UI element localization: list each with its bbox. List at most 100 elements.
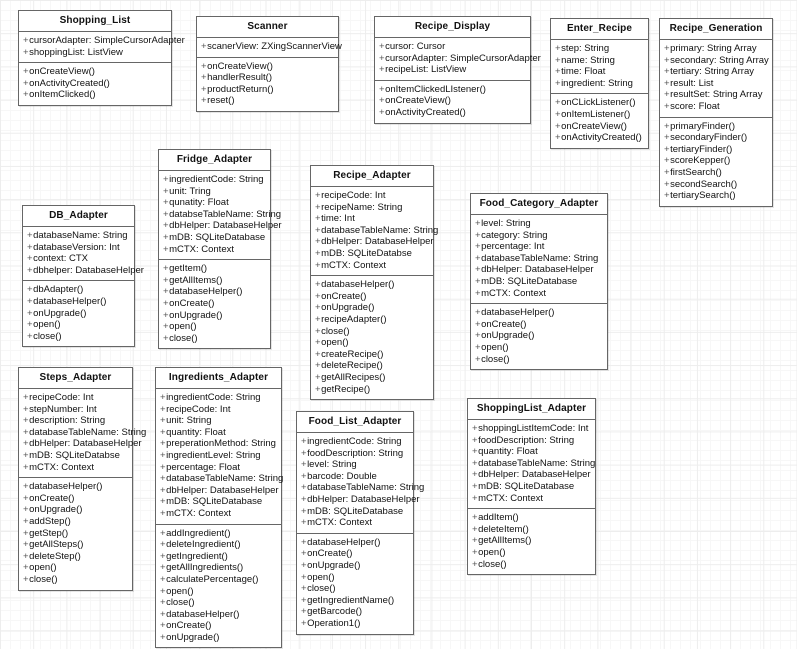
member-signature: onCLickListener(): [561, 97, 636, 109]
visibility-marker: +: [475, 307, 481, 319]
uml-class-food-category-adapter[interactable]: Food_Category_Adapter+level: String+cate…: [470, 193, 608, 371]
uml-attribute: +time: Int: [314, 213, 431, 225]
uml-operation-compartment: +databaseHelper()+onCreate()+onUpgrade()…: [297, 532, 413, 634]
member-signature: close(): [166, 597, 195, 609]
member-signature: dbHelper: DatabaseHelper: [166, 484, 279, 496]
uml-class-name: Ingredients_Adapter: [156, 368, 281, 389]
member-signature: onCreateView(): [207, 60, 273, 72]
uml-operation-compartment: +onItemClickedLIstener()+onCreateView()+…: [375, 79, 530, 123]
visibility-marker: +: [201, 41, 207, 52]
uml-attribute: +cursor: Cursor: [378, 41, 528, 53]
uml-operation: +getAllItems(): [471, 535, 593, 547]
uml-class-recipe-adapter[interactable]: Recipe_Adapter+recipeCode: Int+recipeNam…: [310, 165, 438, 401]
uml-operation: +primaryFinder(): [663, 121, 770, 133]
uml-attribute: +primary: String Array: [663, 43, 770, 55]
uml-operation: +onItemListener(): [554, 109, 646, 121]
uml-operation: +open(): [159, 586, 279, 598]
uml-class-fridge-adapter[interactable]: Fridge_Adapter+ingredientCode: String+un…: [158, 149, 282, 350]
uml-attribute: +shoppingListItemCode: Int: [471, 423, 593, 435]
member-signature: mCTX: Context: [29, 461, 94, 473]
visibility-marker: +: [315, 247, 321, 259]
uml-attribute: +mCTX: Context: [300, 517, 411, 529]
visibility-marker: +: [160, 496, 166, 508]
uml-class-name: DB_Adapter: [23, 206, 134, 227]
uml-operation: +open(): [314, 337, 431, 349]
uml-operation: +open(): [474, 342, 605, 354]
visibility-marker: +: [201, 72, 207, 84]
member-signature: score: Float: [670, 100, 720, 112]
uml-class-recipe-generation[interactable]: Recipe_Generation+primary: String Array+…: [659, 18, 773, 207]
visibility-marker: +: [201, 95, 207, 107]
visibility-marker: +: [163, 220, 169, 232]
visibility-marker: +: [160, 550, 166, 562]
uml-attribute: +databaseTableName: String: [474, 253, 605, 265]
visibility-marker: +: [472, 469, 478, 481]
visibility-marker: +: [379, 64, 385, 76]
uml-class-enter-recipe[interactable]: Enter_Recipe+step: String+name: String+t…: [550, 18, 649, 149]
member-signature: addItem(): [478, 512, 519, 524]
uml-class-recipe-display[interactable]: Recipe_Display+cursor: Cursor+cursorAdap…: [374, 16, 541, 124]
uml-class-scanner[interactable]: Scanner+scanerView: ZXingScannerView+onC…: [196, 16, 342, 112]
visibility-marker: +: [664, 190, 670, 202]
uml-class-shopping-list[interactable]: Shopping_List+cursorAdapter: SimpleCurso…: [18, 10, 185, 106]
uml-attribute: +cursorAdapter: SimpleCursorAdapter: [378, 53, 541, 65]
uml-class-db-adapter[interactable]: DB_Adapter+databaseName: String+database…: [22, 205, 144, 348]
member-signature: recipeCode: Int: [29, 392, 94, 403]
member-signature: mCTX: Context: [166, 507, 231, 519]
visibility-marker: +: [163, 185, 169, 197]
uml-operation-compartment: +onCreateView()+onActivityCreated()+onIt…: [19, 62, 171, 105]
uml-attribute: +level: String: [474, 218, 605, 230]
visibility-marker: +: [301, 459, 307, 471]
uml-operation-compartment: +onCreateView()+handlerResult()+productR…: [197, 56, 338, 111]
uml-class-ingredients-adapter[interactable]: Ingredients_Adapter+ingredientCode: Stri…: [155, 367, 283, 649]
member-signature: ingredientLevel: String: [166, 449, 261, 461]
visibility-marker: +: [315, 259, 321, 271]
visibility-marker: +: [301, 536, 307, 548]
uml-attribute: +dbHelper: DatabaseHelper: [22, 438, 142, 450]
member-signature: recipeName: String: [321, 201, 403, 213]
uml-attribute: +mDB: SQLiteDatabase: [162, 232, 268, 244]
member-signature: databaseTableName: String: [29, 426, 147, 438]
member-signature: resultSet: String Array: [670, 89, 763, 101]
member-signature: tertiary: String Array: [670, 66, 755, 78]
uml-class-shoppinglist-adapter[interactable]: ShoppingList_Adapter+shoppingListItemCod…: [467, 398, 596, 576]
member-signature: mCTX: Context: [321, 259, 386, 271]
uml-class-steps-adapter[interactable]: Steps_Adapter+recipeCode: Int+stepNumber…: [18, 367, 146, 591]
member-signature: deleteItem(): [478, 523, 529, 535]
uml-attribute: +context: CTX: [26, 253, 132, 265]
member-signature: cursorAdapter: SimpleCursorAdapter: [385, 52, 541, 64]
member-signature: onCreateView(): [561, 120, 627, 132]
member-signature: shoppingListItemCode: Int: [478, 423, 589, 434]
member-signature: onActivityCreated(): [29, 77, 110, 89]
uml-attribute: +ingredientCode: String: [300, 436, 411, 448]
uml-class-food-list-adapter[interactable]: Food_List_Adapter+ingredientCode: String…: [296, 411, 424, 635]
member-signature: onCreate(): [29, 492, 75, 504]
visibility-marker: +: [163, 231, 169, 243]
member-signature: onCreateView(): [385, 95, 451, 107]
uml-attribute: +databaseTableName: String: [22, 427, 146, 439]
visibility-marker: +: [160, 539, 166, 551]
uml-attribute: +dbHelper: DatabaseHelper: [162, 220, 282, 232]
visibility-marker: +: [163, 286, 169, 298]
visibility-marker: +: [315, 371, 321, 383]
uml-attribute: +dbHelper: DatabaseHelper: [471, 469, 593, 481]
visibility-marker: +: [27, 284, 33, 296]
uml-attribute: +databaseTableName: String: [471, 458, 595, 470]
visibility-marker: +: [163, 321, 169, 333]
member-signature: dbhelper: DatabaseHelper: [33, 264, 144, 276]
uml-class-name: Steps_Adapter: [19, 368, 132, 389]
visibility-marker: +: [163, 297, 169, 309]
uml-attribute: +preperationMethod: String: [159, 438, 279, 450]
member-signature: stepNumber: Int: [29, 403, 97, 415]
visibility-marker: +: [315, 213, 321, 225]
uml-operation: +createRecipe(): [314, 349, 431, 361]
member-signature: open(): [478, 546, 506, 558]
visibility-marker: +: [315, 279, 321, 291]
uml-operation: +productReturn(): [200, 84, 336, 96]
uml-attribute: +dbHelper: DatabaseHelper: [159, 485, 279, 497]
member-signature: unit: String: [166, 415, 212, 427]
uml-attribute: +mDB: SQLiteDatabse: [314, 248, 431, 260]
uml-operation: +getStep(): [22, 528, 130, 540]
visibility-marker: +: [301, 482, 307, 494]
